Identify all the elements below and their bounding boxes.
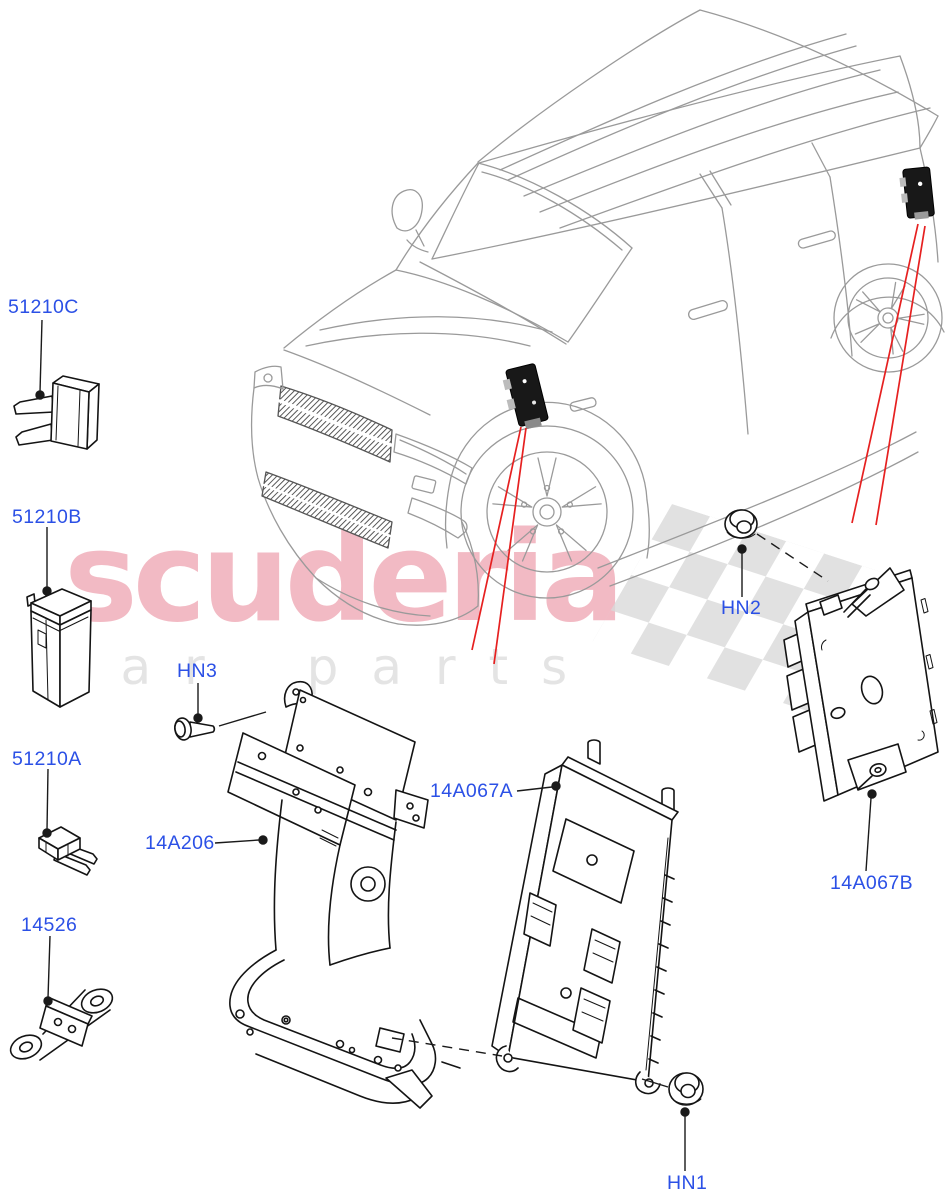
part-label-HN3[interactable]: HN3 bbox=[177, 660, 218, 682]
part-label-51210A[interactable]: 51210A bbox=[12, 748, 82, 770]
part-hn3-bolt bbox=[174, 717, 216, 741]
part-label-HN1[interactable]: HN1 bbox=[667, 1172, 708, 1194]
car-illustration bbox=[251, 9, 945, 626]
part-label-14A067A[interactable]: 14A067A bbox=[430, 780, 514, 802]
part-51210A-fuse bbox=[38, 826, 98, 876]
part-label-51210C[interactable]: 51210C bbox=[8, 296, 79, 318]
grille bbox=[277, 385, 393, 463]
quarter-panel-control-module bbox=[899, 166, 935, 220]
part-51210C-fuse bbox=[13, 375, 100, 450]
part-hn2-nut bbox=[724, 509, 758, 539]
part-label-14526[interactable]: 14526 bbox=[21, 914, 78, 936]
leader-lines bbox=[35, 319, 877, 1171]
part-label-14A067B[interactable]: 14A067B bbox=[830, 872, 914, 894]
part-51210B-relay bbox=[26, 588, 92, 708]
fender-control-module bbox=[502, 363, 549, 430]
highlight-lines bbox=[471, 223, 926, 665]
brand-watermark-subtext: car parts bbox=[60, 638, 600, 696]
front-wheel bbox=[444, 401, 650, 599]
part-14a067a-module bbox=[491, 739, 679, 1095]
part-label-14A206[interactable]: 14A206 bbox=[145, 832, 215, 854]
part-14526-fusible-link bbox=[9, 988, 114, 1061]
rear-wheel bbox=[830, 263, 945, 373]
part-14a067b-module bbox=[783, 567, 939, 802]
part-hn1-nut bbox=[668, 1072, 704, 1106]
part-14a206-bracket bbox=[227, 680, 461, 1109]
part-label-HN2[interactable]: HN2 bbox=[721, 597, 762, 619]
part-label-51210B[interactable]: 51210B bbox=[12, 506, 82, 528]
